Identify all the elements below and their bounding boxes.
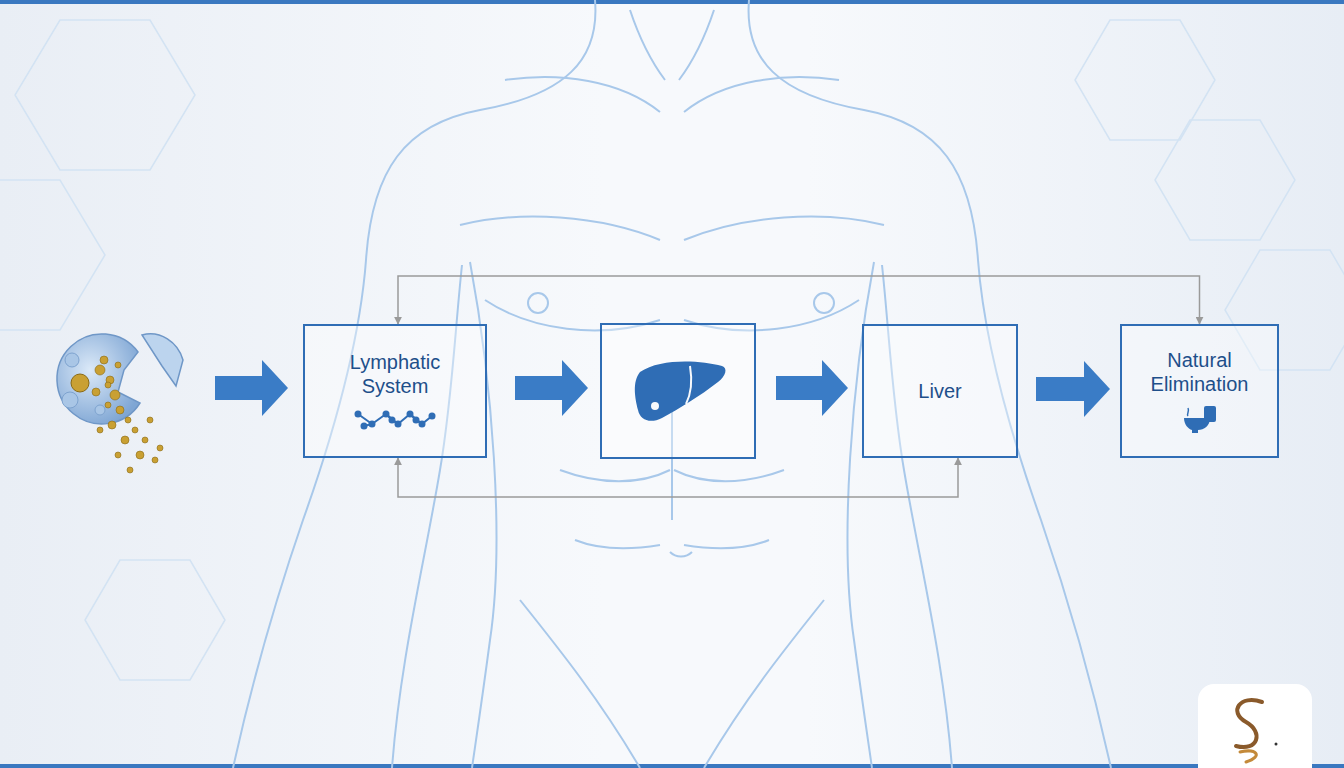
liver-box (601, 324, 755, 458)
flow-arrow (1036, 361, 1110, 417)
feedback-connector (398, 276, 1200, 324)
cell-illustration (57, 334, 183, 473)
connector-line (398, 276, 1200, 324)
process-box: Natural Elimination (1120, 324, 1279, 458)
process-box: Lymphatic System (303, 324, 487, 458)
hexagon-pattern (0, 20, 1344, 680)
top-bar (0, 0, 1344, 4)
feedback-connector (398, 458, 958, 497)
arrow-shaft (1036, 377, 1086, 401)
box-label: Liver (918, 379, 961, 403)
box-label: Lymphatic System (335, 350, 455, 398)
logo-badge (1198, 684, 1312, 768)
body-outline (233, 0, 1111, 768)
process-box: Liver (862, 324, 1018, 458)
box-label: Natural Elimination (1140, 348, 1260, 396)
arrow-head (1084, 361, 1110, 417)
lymph-network-icon (352, 406, 438, 432)
connector-line (398, 458, 958, 497)
toilet-icon (1180, 404, 1220, 434)
liver-icon (635, 361, 726, 420)
bottom-bar (0, 764, 1344, 768)
